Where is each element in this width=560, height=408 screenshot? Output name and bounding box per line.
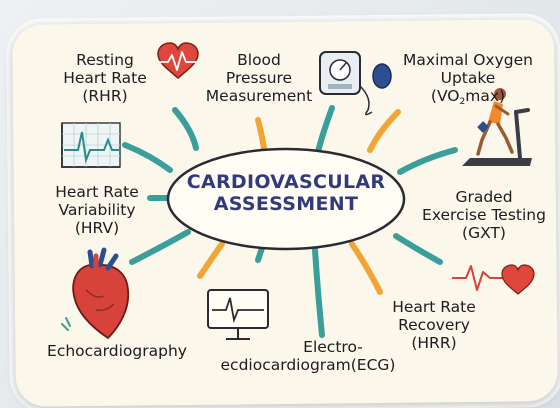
blood-pressure-monitor-icon (320, 52, 391, 115)
node-hrv-line2: Variability (44, 201, 150, 219)
connector-gxt (400, 150, 455, 172)
anatomical-heart-icon (62, 250, 128, 338)
node-vo2-line3-post: max) (465, 87, 505, 105)
node-hrr-line3: (HRR) (380, 334, 488, 352)
node-ecg-line2: ecdiocardiogram(ECG) (208, 356, 408, 374)
node-rhr-line2: Heart Rate (60, 69, 150, 87)
center-title-line1: CARDIOVASCULAR (180, 171, 392, 193)
node-bp-line2: Pressure (200, 69, 318, 87)
node-bp-line3: Measurement (200, 87, 318, 105)
heartbeat-line-heart-icon (452, 265, 534, 294)
connector-bp (258, 120, 264, 148)
node-gxt-line1: Graded (418, 188, 550, 206)
node-rhr-line3: (RHR) (60, 87, 150, 105)
center-title: CARDIOVASCULAR ASSESSMENT (180, 171, 392, 215)
node-bp: Blood Pressure Measurement (200, 51, 318, 105)
ecg-monitor-icon (208, 290, 268, 339)
node-rhr-line1: Resting (60, 51, 150, 69)
node-gxt: Graded Exercise Testing (GXT) (418, 188, 550, 242)
node-gxt-line3: (GXT) (418, 224, 550, 242)
node-hrr-line2: Recovery (380, 316, 488, 334)
node-rhr: Resting Heart Rate (RHR) (60, 51, 150, 105)
connector-echo-2 (200, 244, 222, 276)
connector-vo2 (370, 112, 398, 150)
center-title-line2: ASSESSMENT (180, 193, 392, 215)
node-vo2-line1: Maximal Oxygen (396, 51, 540, 69)
node-hrr: Heart Rate Recovery (HRR) (380, 298, 488, 352)
connector-ecg-2 (315, 250, 322, 335)
node-hrr-line1: Heart Rate (380, 298, 488, 316)
node-vo2-line3-pre: (VO (431, 87, 460, 105)
connector-hrr (352, 244, 380, 292)
node-gxt-line2: Exercise Testing (418, 206, 550, 224)
connector-ecg (258, 248, 262, 260)
node-hrv-line3: (HRV) (44, 219, 150, 237)
node-echo: Echocardiography (42, 342, 192, 360)
node-echo-line1: Echocardiography (42, 342, 192, 360)
ecg-graph-icon (62, 123, 120, 167)
node-vo2: Maximal Oxygen Uptake (VO2max) (396, 51, 540, 111)
node-hrv-line1: Heart Rate (44, 183, 150, 201)
heart-pulse-icon (158, 43, 198, 78)
node-vo2-line3: (VO2max) (396, 87, 540, 111)
node-ecg-line1: Electro- (208, 338, 408, 356)
node-hrv: Heart Rate Variability (HRV) (44, 183, 150, 237)
connector-rhr (175, 110, 196, 148)
node-ecg: Electro- ecdiocardiogram(ECG) (208, 338, 408, 374)
node-bp-line1: Blood (200, 51, 318, 69)
connector-bp-2 (318, 108, 332, 152)
connector-hrv-upper (125, 145, 170, 170)
node-vo2-line2: Uptake (396, 69, 540, 87)
